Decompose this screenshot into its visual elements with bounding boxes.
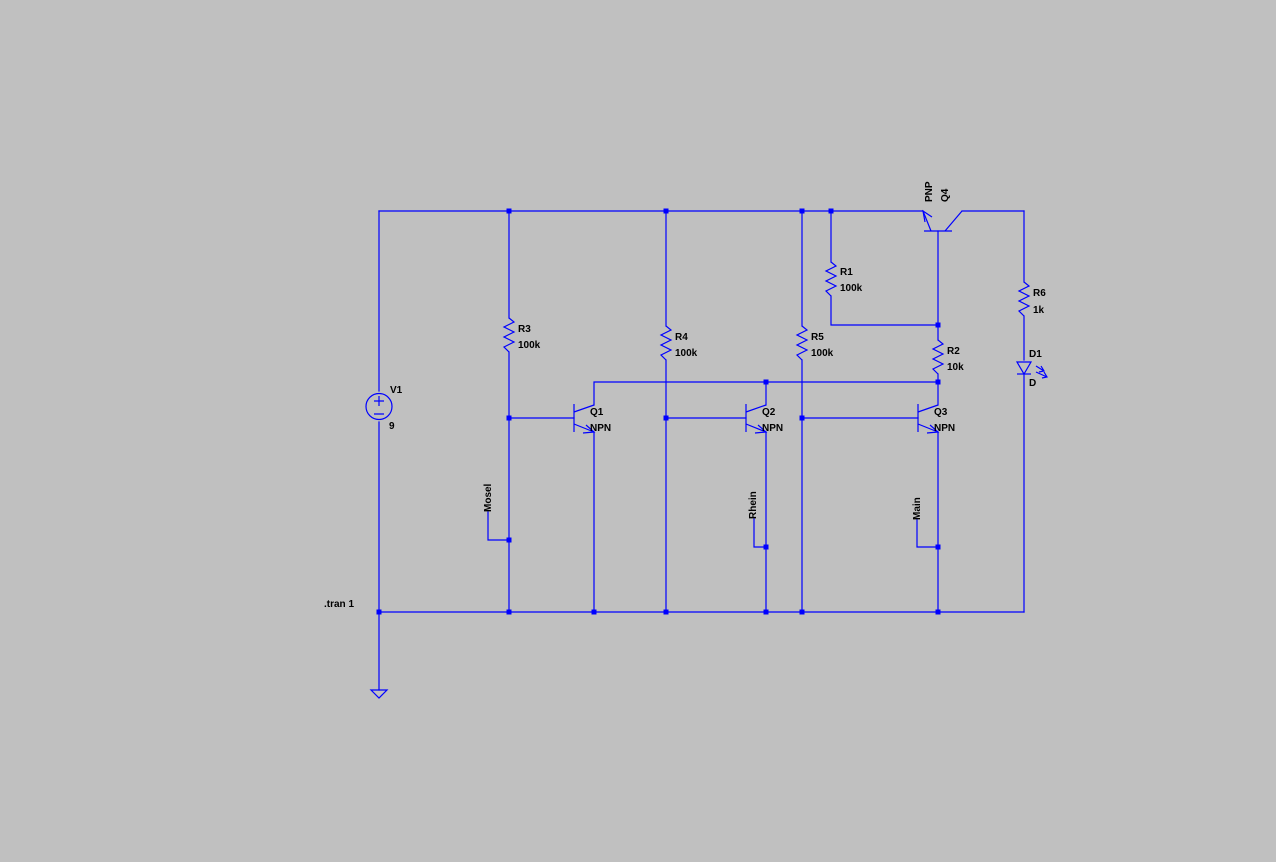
resistor-r4[interactable]: R4 100k: [659, 325, 698, 361]
transistor-q4[interactable]: PNP Q4: [922, 181, 963, 232]
junction: [376, 609, 382, 615]
junction: [763, 609, 769, 615]
q2-name: Q2: [762, 407, 776, 418]
resistor-icon: [1017, 281, 1031, 317]
junction: [799, 415, 805, 421]
resistor-icon: [824, 261, 838, 297]
voltage-source-icon: [365, 392, 393, 421]
led-d1[interactable]: D1 D: [1015, 349, 1048, 389]
r2-name: R2: [947, 346, 960, 357]
led-icon: [1015, 361, 1048, 379]
d1-name: D1: [1029, 349, 1042, 360]
q1-name: Q1: [590, 407, 604, 418]
junction: [763, 379, 769, 385]
r5-value: 100k: [811, 348, 834, 359]
junction: [591, 609, 597, 615]
resistor-r3[interactable]: R3 100k: [502, 317, 541, 353]
resistor-icon: [931, 339, 945, 375]
wire-r1-bottom[interactable]: [830, 295, 939, 326]
q4-name: Q4: [940, 188, 951, 202]
junction: [935, 544, 941, 550]
voltage-source-v1[interactable]: V1 9: [365, 385, 403, 432]
d1-model: D: [1029, 378, 1036, 389]
net-label-mosel[interactable]: Mosel: [483, 483, 494, 512]
r2-value: 10k: [947, 362, 964, 373]
transistor-q2[interactable]: Q2 NPN: [745, 404, 783, 434]
r4-value: 100k: [675, 348, 698, 359]
pnp-transistor-icon: [922, 209, 963, 232]
spice-directive[interactable]: .tran 1: [324, 599, 354, 610]
r6-value: 1k: [1033, 305, 1045, 316]
r5-name: R5: [811, 332, 824, 343]
wire-rhein-stub[interactable]: [753, 518, 767, 548]
r1-name: R1: [840, 267, 853, 278]
ground-symbol[interactable]: [369, 689, 389, 699]
net-label-rhein[interactable]: Rhein: [748, 491, 759, 519]
junction: [506, 537, 512, 543]
junction: [506, 609, 512, 615]
r1-value: 100k: [840, 283, 863, 294]
r3-name: R3: [518, 324, 531, 335]
wire-collector-bus[interactable]: [593, 381, 939, 406]
junction: [799, 609, 805, 615]
r4-name: R4: [675, 332, 688, 343]
npn-transistor-icon: [745, 404, 768, 434]
q3-name: Q3: [934, 407, 948, 418]
junction: [935, 322, 941, 328]
junction: [663, 208, 669, 214]
transistor-q1[interactable]: Q1 NPN: [573, 404, 611, 434]
wires: [378, 210, 1025, 691]
junction: [799, 208, 805, 214]
junction: [935, 609, 941, 615]
wire-main-stub[interactable]: [916, 519, 939, 548]
resistor-icon: [659, 325, 673, 361]
npn-transistor-icon: [573, 404, 596, 434]
transistor-q3[interactable]: Q3 NPN: [917, 404, 955, 434]
resistor-r1[interactable]: R1 100k: [824, 261, 863, 297]
resistor-icon: [502, 317, 516, 353]
net-label-main[interactable]: Main: [912, 497, 923, 520]
junction: [663, 609, 669, 615]
junction: [935, 379, 941, 385]
wire-mosel-stub[interactable]: [487, 511, 510, 541]
junction: [506, 208, 512, 214]
resistor-r5[interactable]: R5 100k: [795, 325, 834, 361]
q3-model: NPN: [934, 423, 955, 434]
v1-name: V1: [390, 385, 403, 396]
q2-model: NPN: [762, 423, 783, 434]
junctions: [376, 208, 941, 615]
resistor-icon: [795, 325, 809, 361]
junction: [828, 208, 834, 214]
resistor-r6[interactable]: R6 1k: [1017, 281, 1046, 317]
r3-value: 100k: [518, 340, 541, 351]
junction: [506, 415, 512, 421]
q1-model: NPN: [590, 423, 611, 434]
ground-icon: [369, 689, 389, 699]
junction: [663, 415, 669, 421]
junction: [763, 544, 769, 550]
npn-transistor-icon: [917, 404, 940, 434]
q4-model: PNP: [924, 181, 935, 202]
r6-name: R6: [1033, 288, 1046, 299]
resistor-r2[interactable]: R2 10k: [931, 339, 964, 375]
v1-value: 9: [389, 421, 395, 432]
